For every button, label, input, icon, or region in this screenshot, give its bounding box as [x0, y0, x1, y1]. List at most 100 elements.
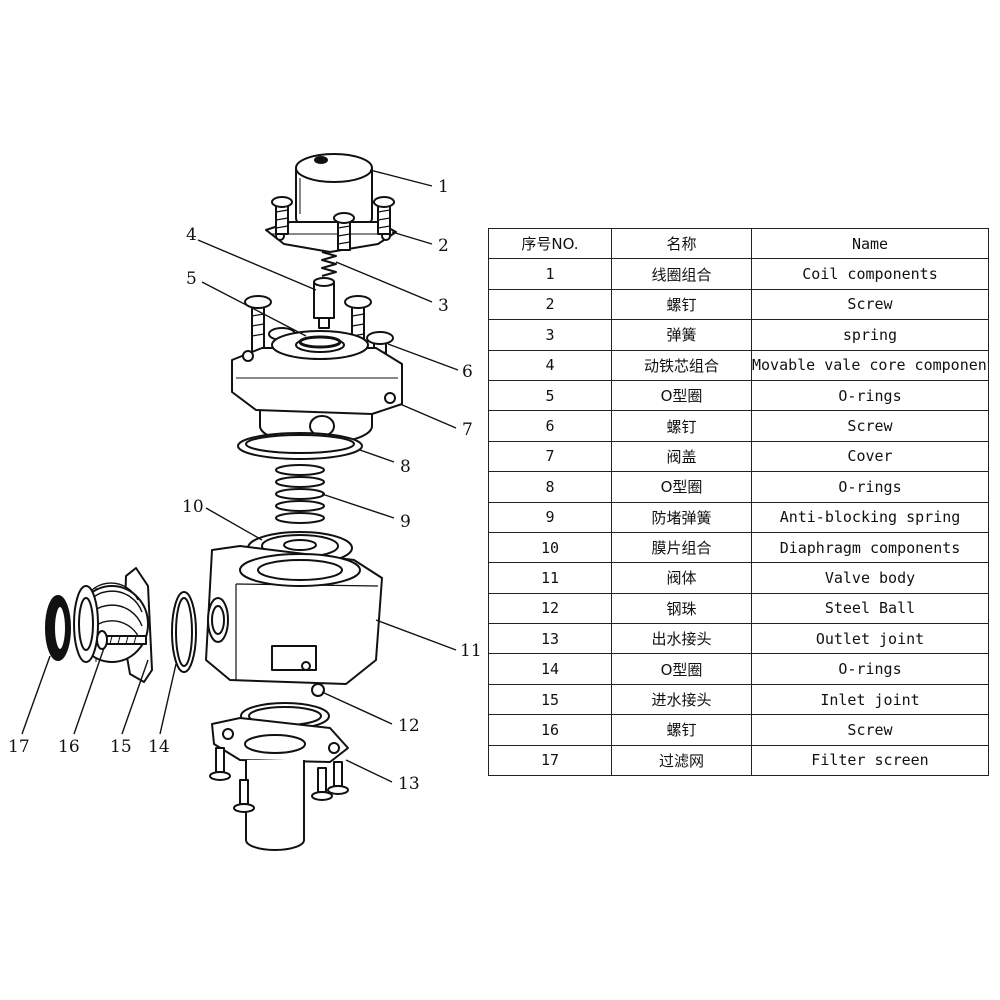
part-name-zh: O型圈 [611, 471, 752, 503]
inlet-joint [73, 567, 153, 683]
part-name-en: O-rings [751, 471, 989, 503]
part-name-en: O-rings [751, 379, 989, 412]
callout-labels: 1 2 3 4 5 6 7 8 9 10 11 12 13 14 15 16 1… [8, 177, 482, 794]
part-name-en: O-rings [751, 653, 989, 685]
cover-o-ring [237, 432, 363, 460]
part-number: 6 [488, 410, 612, 442]
part-number: 11 [488, 562, 612, 594]
header-name-zh: 名称 [611, 227, 752, 260]
part-number: 15 [488, 683, 612, 716]
callout-16: 16 [58, 737, 80, 757]
leader-lines [21, 169, 459, 783]
part-name-zh: 螺钉 [611, 714, 752, 746]
part-name-zh: 进水接头 [611, 683, 752, 716]
callout-6: 6 [462, 362, 473, 382]
part-name-zh: 动铁芯组合 [611, 349, 752, 381]
part-number: 9 [488, 501, 612, 533]
part-name-en: Inlet joint [751, 683, 989, 716]
part-name-zh: 出水接头 [611, 623, 752, 655]
part-name-zh: 线圈组合 [611, 258, 752, 290]
header-number: 序号NO. [488, 227, 612, 260]
part-number: 16 [488, 714, 612, 746]
valve-cover [231, 330, 403, 445]
part-number: 4 [488, 349, 612, 381]
callout-14: 14 [148, 737, 170, 757]
part-name-en: Diaphragm components [751, 531, 989, 564]
callout-1: 1 [438, 177, 449, 197]
outlet-joint [209, 702, 349, 851]
small-o-ring [298, 335, 342, 349]
valve-body [205, 545, 383, 685]
part-number: 7 [488, 440, 612, 473]
callout-12: 12 [398, 716, 420, 736]
header-name-en: Name [751, 227, 989, 260]
part-name-en: Screw [751, 410, 989, 442]
part-number: 8 [488, 471, 612, 503]
part-name-en: Outlet joint [751, 623, 989, 655]
part-name-en: Screw [751, 714, 989, 746]
callout-4: 4 [186, 225, 197, 245]
small-spring [321, 251, 337, 277]
part-name-zh: 螺钉 [611, 410, 752, 442]
part-number: 14 [488, 653, 612, 685]
part-name-en: Steel Ball [751, 592, 989, 625]
part-name-en: Coil components [751, 258, 989, 290]
part-name-zh: 阀体 [611, 562, 752, 594]
callout-13: 13 [398, 774, 420, 794]
part-number: 1 [488, 258, 612, 290]
callout-7: 7 [462, 420, 473, 440]
callout-17: 17 [8, 737, 30, 757]
part-name-zh: 弹簧 [611, 319, 752, 351]
callout-5: 5 [186, 269, 197, 289]
part-name-zh: 膜片组合 [611, 531, 752, 564]
part-number: 3 [488, 319, 612, 351]
part-name-zh: O型圈 [611, 653, 752, 685]
part-name-en: Filter screen [751, 744, 989, 777]
part-number: 2 [488, 288, 612, 321]
inlet-screws [96, 630, 147, 650]
anti-blocking-spring [275, 464, 325, 524]
callout-3: 3 [438, 296, 449, 316]
part-name-zh: 防堵弹簧 [611, 501, 752, 533]
callout-8: 8 [400, 457, 411, 477]
inlet-o-ring [171, 591, 197, 673]
part-name-en: Screw [751, 288, 989, 321]
part-number: 17 [488, 744, 612, 777]
part-name-zh: 过滤网 [611, 744, 752, 777]
part-name-en: Valve body [751, 562, 989, 594]
part-name-zh: O型圈 [611, 379, 752, 412]
callout-9: 9 [400, 512, 411, 532]
part-number: 10 [488, 531, 612, 564]
part-number: 13 [488, 623, 612, 655]
part-name-en: Movable vale core components [751, 349, 989, 381]
movable-core [313, 277, 335, 329]
part-name-zh: 钢珠 [611, 592, 752, 625]
part-number: 5 [488, 379, 612, 412]
part-name-zh: 螺钉 [611, 288, 752, 321]
callout-2: 2 [438, 236, 449, 256]
part-name-en: Cover [751, 440, 989, 473]
part-name-en: spring [751, 319, 989, 351]
part-name-zh: 阀盖 [611, 440, 752, 473]
coil-bracket-screws [265, 196, 397, 253]
part-number: 12 [488, 592, 612, 625]
part-name-en: Anti-blocking spring [751, 501, 989, 533]
